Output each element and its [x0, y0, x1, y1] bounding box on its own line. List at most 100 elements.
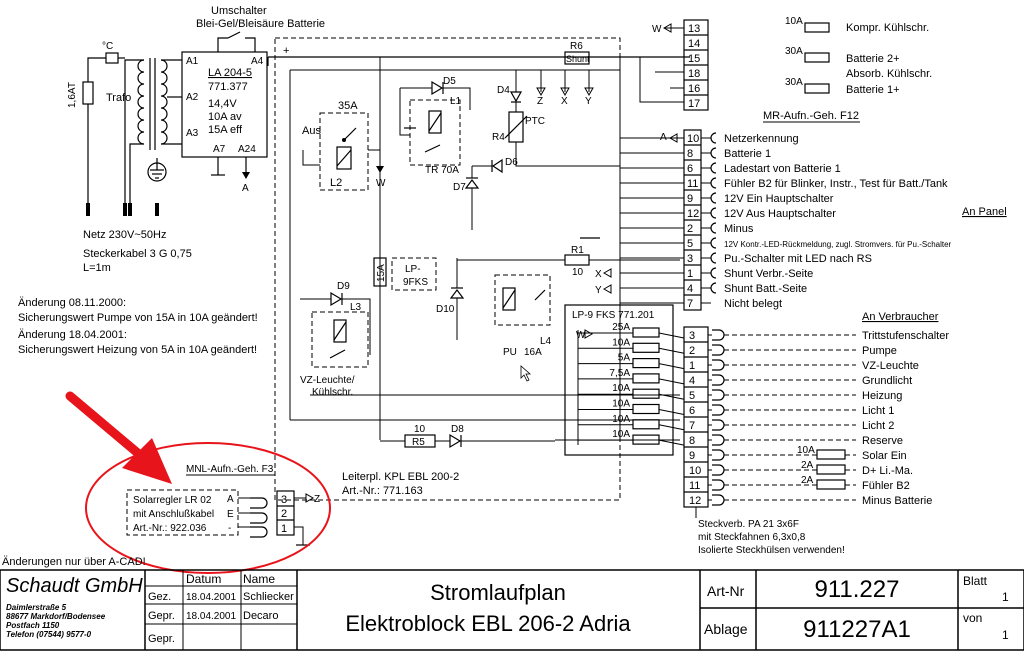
absorption-fridge-label: Absorb. Kühlschr. — [846, 68, 932, 80]
switch-label: Umschalter — [211, 5, 267, 17]
svg-text:LP-9 FKS 771.201: LP-9 FKS 771.201 — [572, 310, 655, 321]
svg-text:A3: A3 — [186, 128, 199, 139]
fuse-rating: 10A — [612, 429, 630, 440]
panel-label: Batterie 1 — [724, 148, 771, 160]
mnl-header: MNL-Aufn.-Geh. F3 — [186, 464, 274, 475]
svg-text:Blatt: Blatt — [963, 574, 988, 588]
fuse-rating: 10A — [612, 399, 630, 410]
consumer-label: Pumpe — [862, 345, 897, 357]
battery-1-label: Batterie 1+ — [846, 84, 900, 96]
svg-text:A2: A2 — [186, 92, 199, 103]
panel-pin: 3 — [687, 253, 693, 265]
solar-controller-box — [126, 489, 239, 536]
drawing-title: Stromlaufplan — [430, 580, 566, 605]
svg-text:10: 10 — [572, 267, 584, 278]
relay-l1 — [409, 99, 461, 166]
change-note-2: Änderung 18.04.2001: — [18, 329, 127, 341]
svg-text:2A: 2A — [801, 460, 814, 471]
top-connector: 13 14 15 18 16 17 — [683, 19, 709, 111]
fuse-rating: 10A — [612, 337, 630, 348]
svg-text:mit Anschlußkabel: mit Anschlußkabel — [133, 509, 214, 520]
svg-text:Gepr.: Gepr. — [148, 633, 175, 645]
consumer-label: Minus Batterie — [862, 495, 932, 507]
relay-l2 — [319, 112, 369, 191]
svg-text:Postfach 1150: Postfach 1150 — [6, 621, 60, 630]
fuse-rating: 7,5A — [609, 368, 630, 379]
panel-pin: 2 — [687, 223, 693, 235]
svg-text:PU: PU — [503, 347, 517, 358]
charger-type: LA 204-5 — [208, 67, 252, 79]
relay-l4 — [494, 274, 551, 326]
fuse-rating: 5A — [618, 353, 631, 364]
svg-text:Ablage: Ablage — [704, 621, 748, 637]
svg-text:15A: 15A — [376, 264, 387, 282]
fuse — [632, 373, 660, 384]
consumer-label: Reserve — [862, 435, 903, 447]
consumer-label: Fühler B2 — [862, 480, 910, 492]
article-number: 911.227 — [815, 576, 900, 603]
svg-text:Decaro: Decaro — [243, 610, 278, 622]
fuse-rating: 10A — [612, 383, 630, 394]
svg-text:2A: 2A — [801, 475, 814, 486]
drawing-subtitle: Elektroblock EBL 206-2 Adria — [345, 611, 631, 636]
svg-text:10: 10 — [414, 424, 426, 435]
svg-text:Schliecker: Schliecker — [243, 591, 294, 603]
board-label: Leiterpl. KPL EBL 200-2 — [342, 471, 459, 483]
consumer-label: Solar Ein — [862, 450, 907, 462]
svg-text:15A eff: 15A eff — [208, 124, 243, 136]
shunt-resistor — [564, 51, 590, 65]
panel-pin: 8 — [687, 148, 693, 160]
mouse-cursor-icon — [520, 365, 532, 382]
consumer-label: VZ-Leuchte — [862, 360, 919, 372]
svg-text:18.04.2001: 18.04.2001 — [186, 592, 236, 603]
svg-text:9FKS: 9FKS — [403, 277, 428, 288]
svg-text:R1: R1 — [571, 245, 584, 256]
svg-text:D5: D5 — [443, 76, 456, 87]
consumer-header: An Verbraucher — [862, 311, 939, 323]
svg-text:L=1m: L=1m — [83, 262, 111, 274]
panel-label: Netzerkennung — [724, 133, 799, 145]
svg-text:Datum: Datum — [186, 572, 221, 586]
panel-side-label: An Panel — [962, 206, 1007, 218]
fuse — [632, 388, 660, 399]
fuse-rating: 25A — [612, 322, 630, 333]
svg-text:Kühlschr.: Kühlschr. — [312, 387, 353, 398]
svg-text:Daimlerstraße 5: Daimlerstraße 5 — [6, 603, 67, 612]
mnl-connector — [276, 490, 295, 536]
consumer-pin: 9 — [689, 450, 695, 462]
company-name: Schaudt GmbH — [6, 575, 143, 597]
fuse — [632, 403, 660, 415]
svg-text:35A: 35A — [338, 100, 358, 112]
consumer-label: Licht 2 — [862, 420, 894, 432]
svg-text:Z: Z — [537, 96, 543, 107]
svg-text:Y: Y — [595, 285, 602, 296]
svg-text:Aus: Aus — [302, 125, 321, 137]
red-arrow — [65, 391, 145, 460]
svg-text:R6: R6 — [570, 41, 583, 52]
consumer-pin: 12 — [689, 495, 701, 507]
svg-text:A24: A24 — [238, 144, 256, 155]
svg-text:LP-: LP- — [405, 264, 421, 275]
consumer-pin: 4 — [689, 375, 695, 387]
panel-label: 12V Kontr.-LED-Rückmeldung, zugl. Stromv… — [724, 240, 952, 249]
panel-pin: 1 — [687, 268, 693, 280]
svg-text:Solarregler LR 02: Solarregler LR 02 — [133, 495, 212, 506]
panel-pin: 4 — [687, 283, 693, 295]
acad-note: Änderungen nur über A-CAD! — [2, 556, 146, 568]
fuse — [632, 327, 660, 338]
consumer-pin: 5 — [689, 390, 695, 402]
svg-text:Gepr.: Gepr. — [148, 610, 175, 622]
svg-text:Sicherungswert Heizung von 5A: Sicherungswert Heizung von 5A in 10A geä… — [18, 344, 257, 356]
svg-text:D8: D8 — [451, 424, 464, 435]
change-note-1: Änderung 08.11.2000: — [18, 297, 126, 309]
fuse-box — [564, 304, 674, 456]
svg-text:D9: D9 — [337, 281, 350, 292]
consumer-label: D+ Li.-Ma. — [862, 465, 913, 477]
svg-text:R4: R4 — [492, 132, 505, 143]
panel-pin: 7 — [687, 298, 693, 310]
svg-text:13: 13 — [688, 23, 700, 35]
svg-text:Telefon (07544) 9577-0: Telefon (07544) 9577-0 — [6, 630, 92, 639]
svg-text:D10: D10 — [436, 304, 455, 315]
svg-text:L3: L3 — [350, 302, 362, 313]
svg-text:°C: °C — [102, 41, 113, 52]
